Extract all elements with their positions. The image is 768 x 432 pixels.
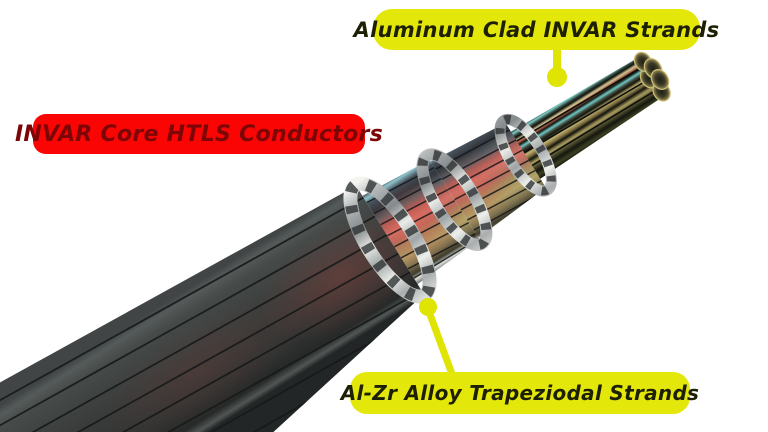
callout-text-al-zr: Al-Zr Alloy Trapeziodal Strands [340, 381, 700, 405]
leader-line-bottom [424, 307, 456, 376]
leader-dot-bottom [419, 298, 437, 316]
outer-strand-lines [0, 196, 444, 432]
leader-line-top [553, 47, 561, 69]
cut-ring-inner-serration [495, 114, 556, 196]
cut-ring-outer [343, 176, 437, 304]
callout-text-aluminum-clad: Aluminum Clad INVAR Strands [353, 17, 720, 42]
core-strand-end-caps [633, 51, 671, 102]
leader-dot-top [547, 67, 567, 87]
cut-ring-middle-serration [417, 149, 492, 250]
leader-bottom [419, 298, 456, 376]
callout-text-invar-core: INVAR Core HTLS Conductors [14, 121, 384, 147]
callout-invar-core-htls-conductors: INVAR Core HTLS Conductors [15, 114, 383, 154]
callout-al-zr-alloy-trapezoidal-strands: Al-Zr Alloy Trapeziodal Strands [341, 372, 699, 414]
leader-top [547, 47, 567, 87]
callout-aluminum-clad-invar-strands: Aluminum Clad INVAR Strands [354, 9, 719, 50]
cable-group [0, 51, 671, 432]
outer-layer-red-sheen [95, 211, 428, 432]
